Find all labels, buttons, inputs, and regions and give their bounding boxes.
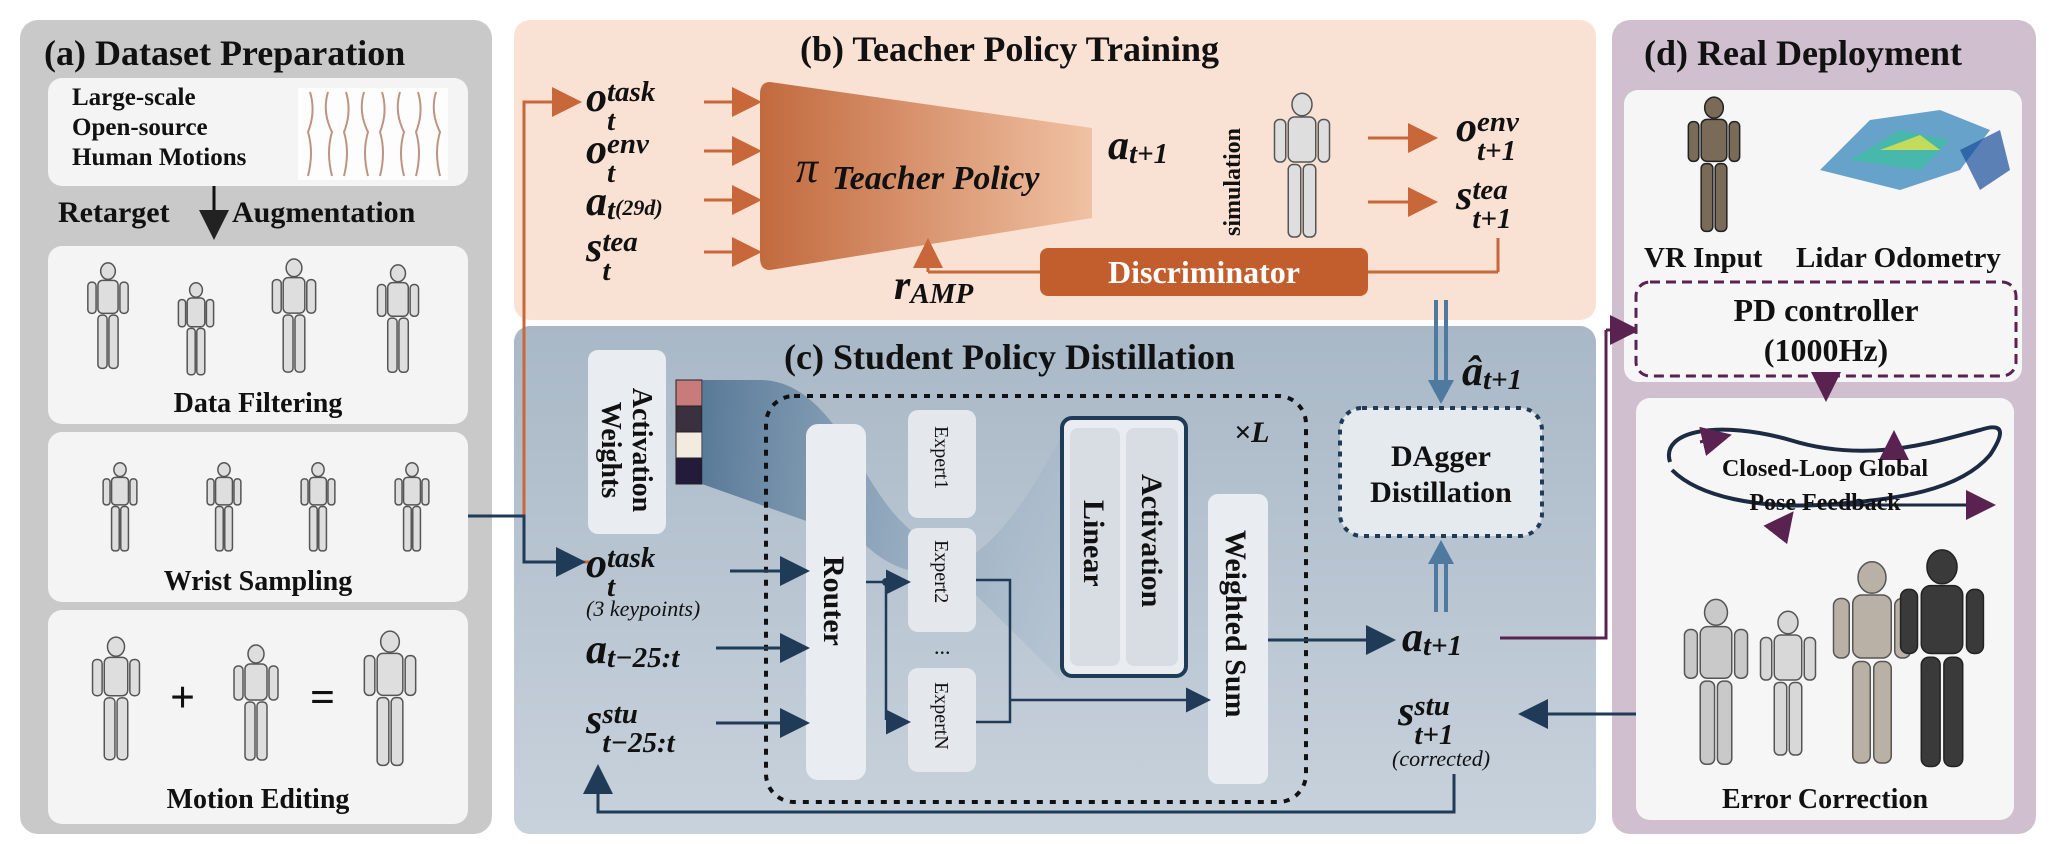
dagger-line-1: DAgger <box>1391 440 1491 473</box>
source-line-2: Open-source <box>72 114 208 141</box>
pd-line-1: PD controller <box>1733 292 1919 328</box>
a-t-input: at(29d) <box>586 179 663 227</box>
human-operator <box>1899 549 1985 768</box>
vr-operator <box>1687 96 1741 233</box>
robot-figure <box>376 264 420 374</box>
dagger-line-2: Distillation <box>1370 476 1512 509</box>
robot-figure <box>87 262 129 370</box>
pd-line-2: (1000Hz) <box>1763 332 1889 368</box>
r-amp: rAMP <box>894 263 974 311</box>
robot-figure <box>271 258 317 373</box>
activation-weights-label: Activation Weights <box>595 387 657 513</box>
times-l-label: ×L <box>1234 416 1270 449</box>
panel-a-title: (a) Dataset Preparation <box>44 33 406 73</box>
a-next-student: at+1 <box>1402 615 1463 663</box>
pi-symbol: π <box>796 143 819 192</box>
a-history-input: at−25:t <box>586 627 680 675</box>
human-ghost <box>1832 561 1912 764</box>
dagger-block <box>1338 406 1544 538</box>
router-block <box>806 424 866 780</box>
robot-figure <box>1759 610 1817 756</box>
motion-editing-label: Motion Editing <box>166 784 350 815</box>
data-filtering-label: Data Filtering <box>173 388 343 419</box>
weighted-sum-block <box>1208 494 1268 784</box>
lidar-point-cloud-image <box>1820 110 2010 190</box>
wrist-sampling-label: Wrist Sampling <box>163 566 353 597</box>
teacher-policy-block <box>760 82 1092 270</box>
keypoints-note: (3 keypoints) <box>586 596 701 621</box>
augmentation-label: Augmentation <box>232 196 416 229</box>
corrected-note: (corrected) <box>1392 746 1491 771</box>
expert-ellipsis: ... <box>934 634 951 659</box>
lidar-label: Lidar Odometry <box>1796 242 2001 274</box>
a-hat-next: ât+1 <box>1462 349 1523 397</box>
equals-sign: = <box>310 673 336 722</box>
robot-figure <box>363 630 417 767</box>
expert1-label: Expert1 <box>930 426 952 490</box>
vr-input-label: VR Input <box>1644 242 1763 274</box>
plus-sign: + <box>170 673 196 722</box>
robot-figure <box>233 644 279 761</box>
panel-c-title: (c) Student Policy Distillation <box>784 337 1235 377</box>
linear-label: Linear <box>1077 500 1110 587</box>
simulation-label: simulation <box>1220 127 1246 236</box>
activation-label: Activation <box>1135 474 1168 608</box>
robot-figure <box>206 462 242 552</box>
weighted-sum-label: Weighted Sum <box>1219 530 1252 718</box>
robot-figure <box>177 282 215 376</box>
discriminator-block <box>1040 248 1368 296</box>
closed-loop-line-2: Pose Feedback <box>1749 490 1901 516</box>
expertN-label: ExpertN <box>930 682 952 750</box>
pd-controller-block <box>1634 280 2018 378</box>
teacher-policy-label: Teacher Policy <box>832 160 1040 197</box>
robot-figure <box>394 462 430 552</box>
a-next-teacher: at+1 <box>1108 123 1169 171</box>
robot-figure <box>91 636 141 761</box>
source-line-3: Human Motions <box>72 144 247 171</box>
simulation-robot <box>1273 92 1331 238</box>
error-correction-label: Error Correction <box>1721 784 1929 815</box>
source-line-1: Large-scale <box>72 84 196 111</box>
panel-d-title: (d) Real Deployment <box>1644 33 1962 73</box>
discriminator-label: Discriminator <box>1108 254 1300 290</box>
robot-figure <box>300 462 336 552</box>
retarget-label: Retarget <box>58 196 170 229</box>
human-motions-image <box>298 88 448 180</box>
robot-ghost <box>1683 598 1749 766</box>
expert2-label: Expert2 <box>930 540 952 604</box>
router-label: Router <box>817 556 850 646</box>
robot-figure <box>102 462 138 552</box>
panel-b-title: (b) Teacher Policy Training <box>800 29 1220 69</box>
closed-loop-line-1: Closed-Loop Global <box>1721 456 1929 482</box>
